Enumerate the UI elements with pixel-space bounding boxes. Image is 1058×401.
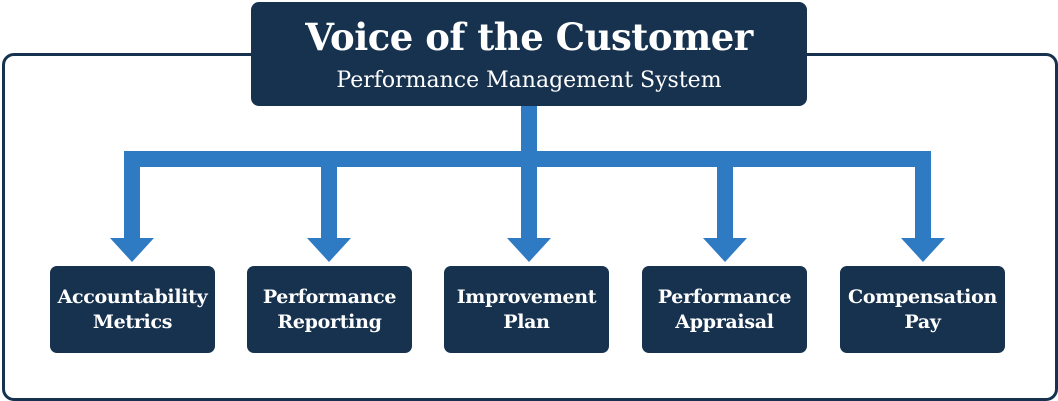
node-label-line1: Performance [657,285,792,308]
node-label-line1: Accountability [57,285,208,308]
node-label-line2: Plan [503,310,550,333]
node-label-line2: Appraisal [675,310,774,333]
node-accountability-metrics: Accountability Metrics [50,266,215,353]
arrowhead-3 [507,238,551,262]
arrowhead-4 [703,238,747,262]
title-box: Voice of the Customer Performance Manage… [251,2,807,106]
node-improvement-plan: Improvement Plan [444,266,609,353]
branch-stem-4 [717,151,733,241]
node-performance-reporting: Performance Reporting [247,266,412,353]
trunk-line [521,105,537,165]
node-label-line1: Performance [262,285,397,308]
node-performance-appraisal: Performance Appraisal [642,266,807,353]
node-label-line2: Reporting [277,310,382,333]
branch-stem-3 [521,151,537,241]
arrowhead-2 [307,238,351,262]
arrowhead-5 [901,238,945,262]
branch-stem-5 [915,151,931,241]
branch-stem-2 [321,151,337,241]
node-label-line2: Pay [904,310,941,333]
node-compensation-pay: Compensation Pay [840,266,1005,353]
branch-stem-1 [124,151,140,241]
diagram-subtitle: Performance Management System [336,68,722,93]
node-label-line1: Compensation [848,285,997,308]
diagram-title: Voice of the Customer [305,15,753,59]
node-label-line2: Metrics [92,310,173,333]
node-label-line1: Improvement [456,285,597,308]
arrowhead-1 [110,238,154,262]
